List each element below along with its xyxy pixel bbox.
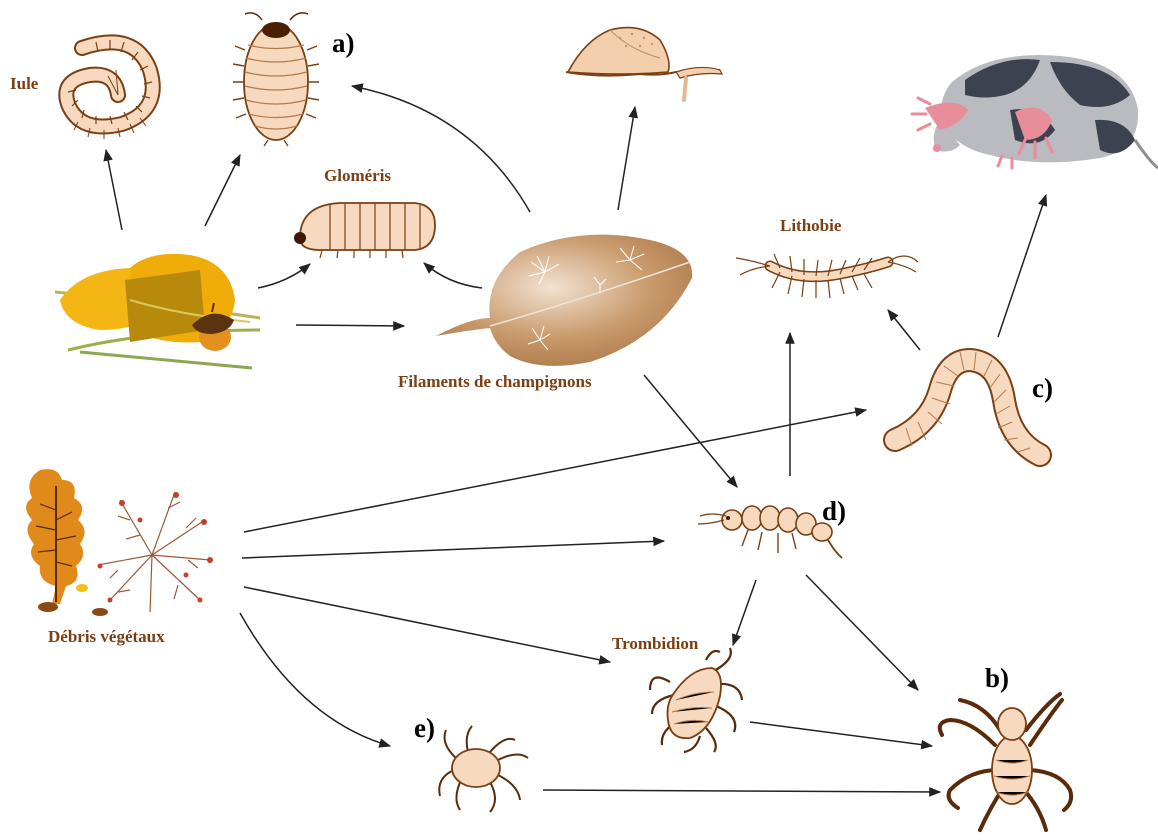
arrow-litter-to-fungal-leaf [296,325,404,326]
letter-a: a) [332,28,355,59]
label-glomeris: Gloméris [324,166,391,186]
earthworm-c-icon [895,352,1040,455]
arrow-litter-to-iule [106,150,122,230]
arrow-litter-to-glomeris [258,264,310,288]
label-iule: Iule [10,74,38,94]
arrow-debris-to-trombidion [244,587,610,662]
millipede-iule-icon [66,40,152,139]
letter-c: c) [1032,373,1053,404]
trombidion-mite-icon [650,648,742,752]
plant-debris-icon [26,469,213,616]
arrow-trombidion-to-pseudoscorpion [750,722,932,746]
arrow-fungal-to-glomeris [424,263,482,288]
mite-e-icon [439,726,528,812]
woodlouse-a-icon [233,13,319,146]
mole-icon [912,55,1158,168]
springtail-d-icon [698,506,842,558]
arrow-fungal-to-snail [618,107,635,210]
lithobius-centipede-icon [736,254,918,298]
label-filaments: Filaments de champignons [398,372,592,392]
letter-e: e) [414,713,435,744]
pseudoscorpion-b-icon [940,694,1071,830]
arrow-litter-to-woodlouse [205,155,240,226]
arrow-fungal-to-woodlouse [352,86,530,212]
arrow-debris-to-springtail [242,541,664,558]
arrow-worm-to-lithobie [888,310,920,350]
letter-b: b) [985,663,1009,694]
arrow-debris-to-mite-e [240,613,390,746]
arrow-springtail-to-pseudoscorpion [806,575,918,690]
leaf-litter-icon [55,254,260,368]
letter-d: d) [822,496,846,527]
fungal-leaf-icon [436,235,692,366]
arrow-worm-to-mole [998,195,1046,337]
arrow-fungal-to-springtail [644,375,737,487]
arrow-mite-e-to-pseudoscorpion [543,790,940,792]
label-lithobie: Lithobie [780,216,841,236]
label-debris: Débris végétaux [48,627,165,647]
label-trombidion: Trombidion [612,634,698,654]
glomeris-icon [294,203,435,258]
snail-slug-icon [566,28,722,100]
arrow-springtail-to-trombidion [733,580,756,645]
